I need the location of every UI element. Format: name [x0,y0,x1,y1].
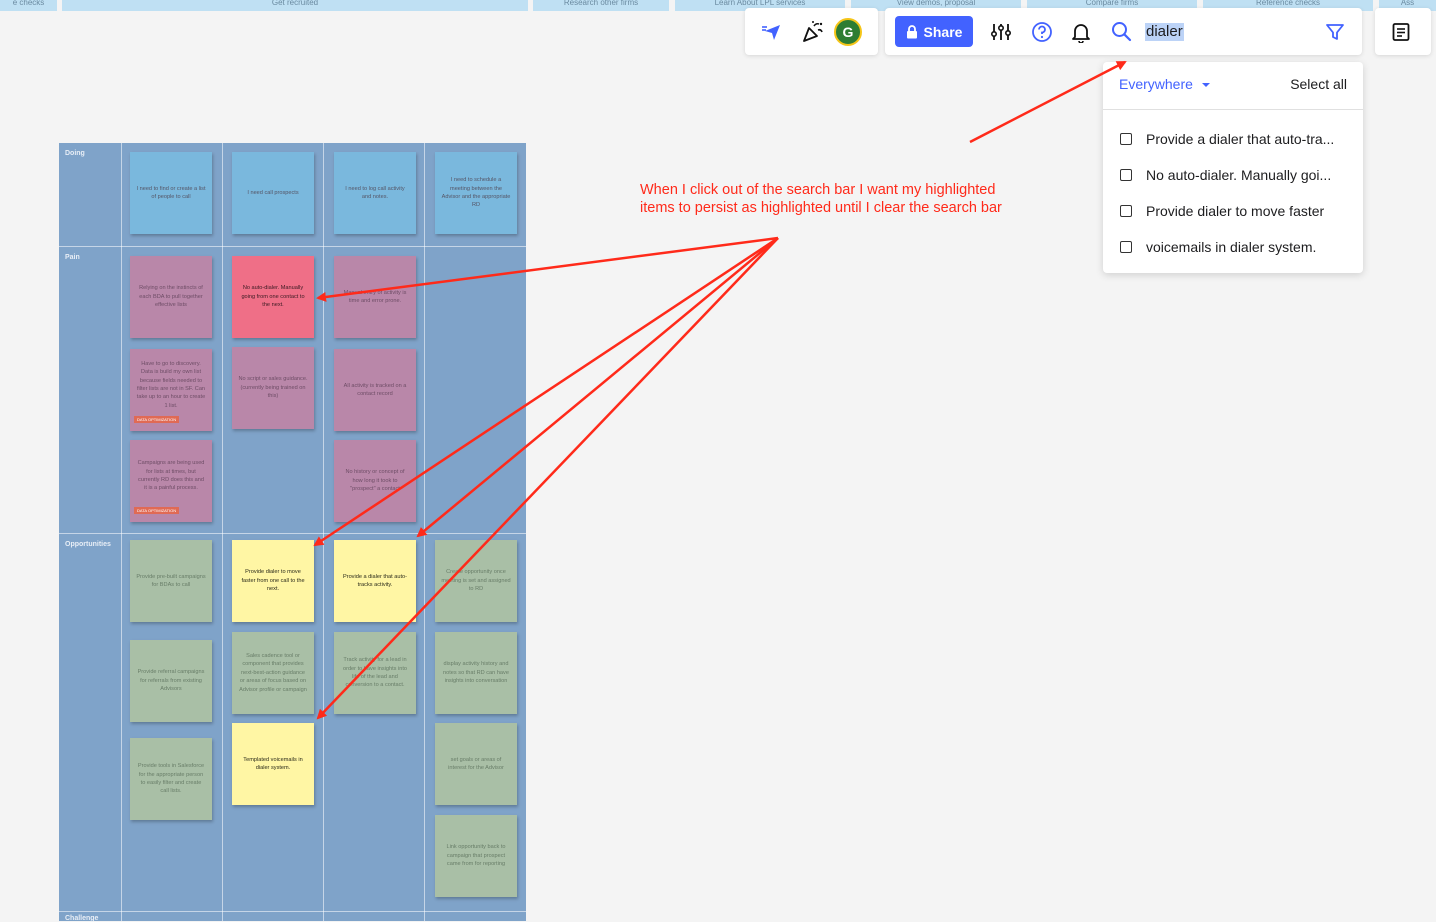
row-divider [59,911,526,912]
search-scope-label: Everywhere [1119,76,1193,92]
sticky-note-highlighted[interactable]: Provide dialer to move faster from one c… [232,540,314,622]
column-divider [222,143,223,921]
sticky-note[interactable]: set goals or areas of interest for the A… [435,723,517,805]
arrow-to-note [316,236,779,302]
sticky-note-highlighted[interactable]: Templated voicemails in dialer system. [232,723,314,805]
column-divider [323,143,324,921]
sticky-note-icon [1120,241,1132,253]
search-input[interactable]: dialer [1145,23,1184,41]
row-label-pain: Pain [65,254,80,261]
notifications-bell-icon[interactable] [1068,19,1094,45]
sticky-note[interactable]: Campaigns are being used for lists at ti… [130,440,212,522]
search-icon[interactable] [1108,18,1134,44]
notes-list-icon[interactable] [1388,19,1414,45]
sticky-note[interactable]: Have to go to discovery. Data is build m… [130,349,212,431]
data-optimization-tag: DATA OPTIMIZATION [134,416,180,423]
frame-tab[interactable]: Compare firms [1027,0,1197,11]
frame-tab[interactable]: Reference checks [1203,0,1373,11]
row-divider [59,246,526,247]
search-result-item[interactable]: voicemails in dialer system. [1103,232,1363,262]
arrow-to-note [313,236,779,547]
sticky-note[interactable]: No script or sales guidance. (currently … [232,347,314,429]
search-result-item[interactable]: No auto-dialer. Manually goi... [1103,160,1363,190]
arrow-to-note [316,237,779,720]
sticky-note[interactable]: I need to schedule a meeting between the… [435,152,517,234]
share-button[interactable]: Share [895,16,973,47]
row-label-doing: Doing [65,150,85,157]
column-divider [121,143,122,921]
data-optimization-tag: DATA OPTIMIZATION [134,507,180,514]
arrow-to-search [969,60,1127,144]
sticky-note-highlighted[interactable]: Provide a dialer that auto-tracks activi… [334,540,416,622]
row-label-challenge: Challenge [65,915,99,922]
search-scope-dropdown[interactable]: Everywhere [1119,76,1211,92]
journey-board[interactable]: Doing Pain Opportunities Challenge I nee… [59,143,526,922]
sticky-note[interactable]: Sales cadence tool or component that pro… [232,632,314,714]
sticky-note-icon [1120,169,1132,181]
frame-tab[interactable]: Learn About LPL services [675,0,845,11]
sticky-note-text: Campaigns are being used for lists at ti… [137,460,205,492]
filter-icon[interactable] [1322,19,1348,45]
sticky-note-text: Have to go to discovery. Data is build m… [136,360,206,409]
sticky-note[interactable]: display activity history and notes so th… [435,632,517,714]
annotation-line: When I click out of the search bar I wan… [640,182,996,198]
search-result-item[interactable]: Provide a dialer that auto-tra... [1103,124,1363,154]
row-label-opportunities: Opportunities [65,541,111,548]
share-label: Share [923,23,963,40]
sticky-note-icon [1120,133,1132,145]
caret-down-icon [1201,83,1210,88]
annotation-text: When I click out of the search bar I wan… [640,181,1040,217]
annotation-line: items to persist as highlighted until I … [640,200,1002,216]
select-all-button[interactable]: Select all [1290,76,1347,92]
frame-tab[interactable]: Research other firms [533,0,669,11]
search-results-header: Everywhere Select all [1103,62,1363,110]
sticky-note[interactable]: Relying on the instincts of each BDA to … [130,256,212,338]
search-results-dropdown: Everywhere Select all Provide a dialer t… [1103,62,1363,273]
sticky-note[interactable]: Provide pre-built campaigns for BDAs to … [130,540,212,622]
row-divider [59,533,526,534]
sticky-note[interactable]: I need to log call activity and notes. [334,152,416,234]
sticky-note[interactable]: Provide referral campaigns for referrals… [130,640,212,722]
lock-icon [906,24,917,38]
search-result-item[interactable]: Provide dialer to move faster [1103,196,1363,226]
follow-cursor-icon[interactable] [760,20,784,44]
user-avatar[interactable]: G [834,18,862,46]
celebrate-icon[interactable] [800,19,826,45]
frame-tab[interactable]: Ass [1379,0,1436,11]
sticky-note[interactable]: I need call prospects [232,152,314,234]
frame-tabs-strip: e checks Get recruited Research other fi… [0,0,1436,12]
sticky-note[interactable]: No history or concept of how long it too… [334,440,416,522]
sticky-note[interactable]: All activity is tracked on a contact rec… [334,349,416,431]
sticky-note[interactable]: Provide tools in Salesforce for the appr… [130,738,212,820]
sticky-note[interactable]: Link opportunity back to campaign that p… [435,815,517,897]
frame-tab[interactable]: e checks [0,0,57,11]
notes-toolbar [1375,8,1431,55]
sticky-note[interactable]: Manual entry of activity is time and err… [334,256,416,338]
help-icon[interactable] [1029,19,1055,45]
sticky-note-icon [1120,205,1132,217]
sticky-note[interactable]: I need to find or create a list of peopl… [130,152,212,234]
frame-tab[interactable]: View demos, proposal [851,0,1021,11]
frame-tab[interactable]: Get recruited [62,0,528,11]
arrow-to-note [416,237,779,538]
sticky-note-highlighted[interactable]: No auto-dialer. Manually going from one … [232,256,314,338]
settings-sliders-icon[interactable] [988,19,1014,45]
